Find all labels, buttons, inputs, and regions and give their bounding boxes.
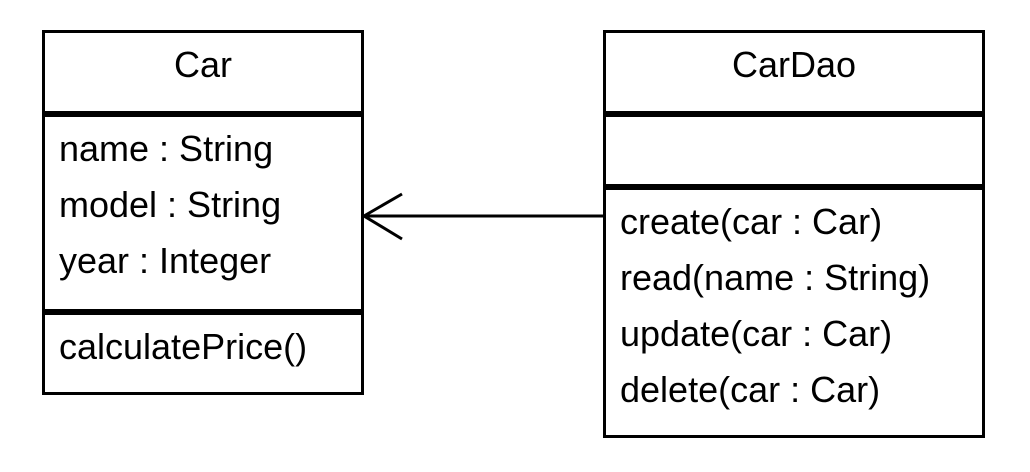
open-arrowhead-icon [361,192,403,241]
class-car[interactable]: Car name : String model : String year : … [42,30,364,395]
class-car-attribute: name : String [59,128,274,169]
class-cardao-operations: create(car : Car) read(name : String) up… [606,184,982,418]
class-car-attributes: name : String model : String year : Inte… [45,111,361,309]
class-car-operation: calculatePrice() [59,326,308,367]
class-car-title: Car [173,44,232,85]
class-cardao-operation: create(car : Car) [620,201,883,242]
class-car-attribute: model : String [59,184,282,225]
class-cardao-operation: delete(car : Car) [620,369,881,410]
class-cardao-operation: update(car : Car) [620,313,893,354]
class-cardao-attributes [606,111,982,184]
class-cardao[interactable]: CarDao create(car : Car) read(name : Str… [603,30,985,438]
class-cardao-title: CarDao [731,44,857,85]
class-car-operations: calculatePrice() [45,309,361,375]
class-car-attribute: year : Integer [59,240,272,281]
class-cardao-operation: read(name : String) [620,257,931,298]
